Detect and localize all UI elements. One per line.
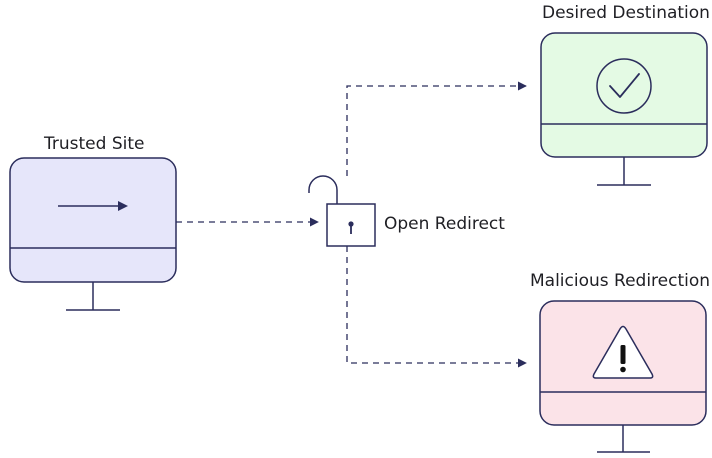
desired-destination-monitor bbox=[540, 32, 708, 186]
desired-destination-label: Desired Destination bbox=[542, 3, 710, 23]
lock-to-desired-connector bbox=[346, 81, 527, 176]
trusted-site-monitor bbox=[9, 157, 177, 311]
trusted-site-label: Trusted Site bbox=[44, 134, 145, 154]
open-padlock-icon bbox=[308, 175, 376, 247]
malicious-redirection-label: Malicious Redirection bbox=[530, 271, 711, 291]
lock-to-malicious-connector bbox=[346, 246, 527, 368]
right-arrow-icon bbox=[58, 201, 128, 211]
open-redirect-label: Open Redirect bbox=[384, 214, 505, 234]
malicious-redirection-monitor bbox=[539, 300, 707, 453]
warning-triangle-icon bbox=[592, 325, 654, 379]
checkmark-circle-icon bbox=[596, 58, 652, 114]
